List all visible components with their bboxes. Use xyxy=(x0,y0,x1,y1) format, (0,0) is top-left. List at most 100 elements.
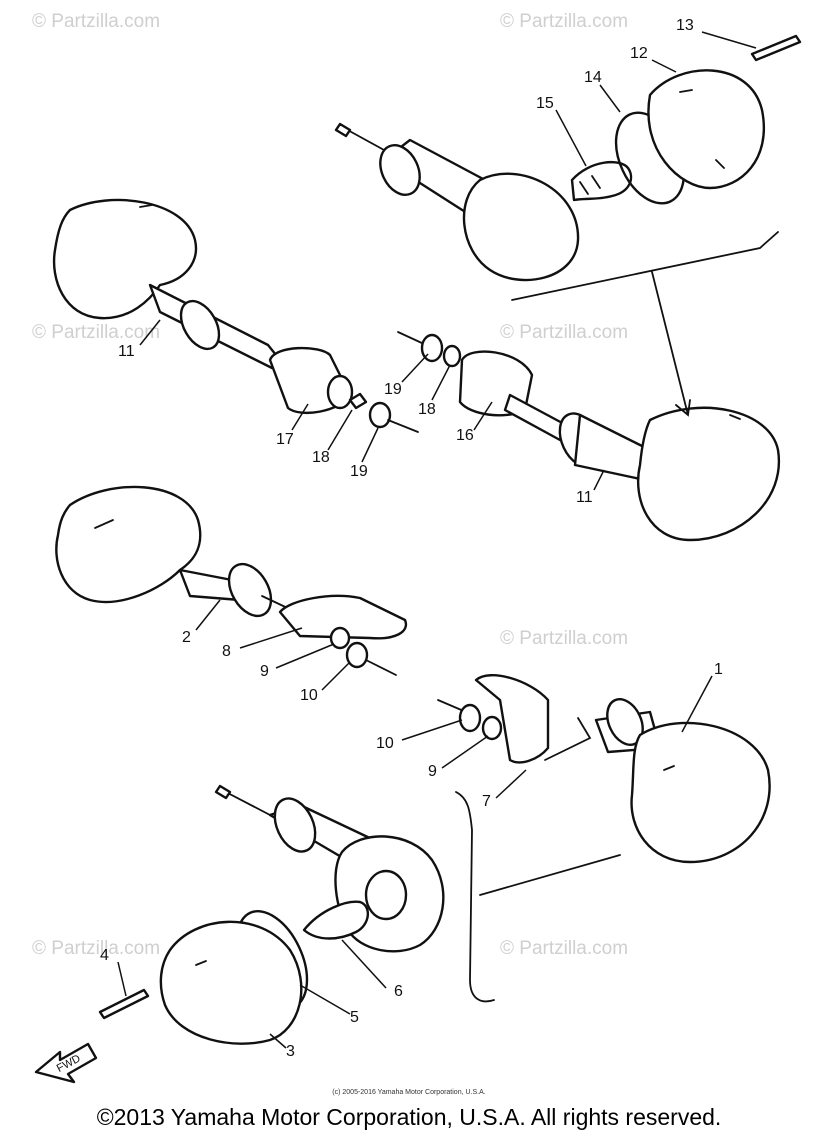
leader-19a xyxy=(401,353,429,383)
callout-19a: 19 xyxy=(384,381,402,398)
stem-grommet xyxy=(273,797,317,853)
socket xyxy=(364,869,408,921)
nut xyxy=(348,392,368,410)
wire-lead xyxy=(221,789,271,816)
leader-15 xyxy=(555,109,587,167)
stay-bracket xyxy=(278,594,408,640)
callout-2: 2 xyxy=(182,629,191,646)
leader-3 xyxy=(269,1033,287,1049)
callout-4: 4 xyxy=(100,947,109,964)
watermark: © Partzilla.com xyxy=(32,322,160,343)
watermarks: © Partzilla.com © Partzilla.com © Partzi… xyxy=(32,11,628,959)
watermark: © Partzilla.com xyxy=(500,322,628,343)
leader-8 xyxy=(239,627,303,649)
callout-9a: 9 xyxy=(260,663,269,680)
callout-11a: 11 xyxy=(118,343,135,360)
lens-mark xyxy=(195,960,207,966)
housing-mark xyxy=(139,204,153,208)
wire-terminal xyxy=(214,784,232,800)
leader-6 xyxy=(341,939,387,989)
leader-2 xyxy=(195,599,221,631)
stem-grommet xyxy=(379,144,421,196)
washer xyxy=(481,715,503,741)
leader-lines xyxy=(117,31,757,1049)
wire-lead xyxy=(397,331,425,345)
callout-15: 15 xyxy=(536,95,554,112)
callout-3: 3 xyxy=(286,1043,295,1060)
leader-13 xyxy=(701,31,757,49)
rear-signal-upper xyxy=(334,34,802,301)
callout-8: 8 xyxy=(222,643,231,660)
nut xyxy=(458,703,482,733)
washer xyxy=(368,401,392,429)
callout-7: 7 xyxy=(482,793,491,810)
lens-screw xyxy=(750,34,802,62)
callout-17: 17 xyxy=(276,431,294,448)
signal-housing xyxy=(55,485,202,604)
assembly-arrow xyxy=(651,271,691,417)
bracket-boss xyxy=(326,374,354,410)
signal-housing xyxy=(636,406,781,542)
wire-lead xyxy=(387,419,419,433)
signal-stem xyxy=(503,393,568,442)
signal-housing xyxy=(630,721,771,864)
copyright-notice: ©2013 Yamaha Motor Corporation, U.S.A. A… xyxy=(96,1104,722,1130)
leader-1 xyxy=(681,675,713,733)
housing-mark xyxy=(94,519,114,529)
small-copyright: (c) 2005-2016 Yamaha Motor Corporation, … xyxy=(332,1089,486,1096)
arrow-shape xyxy=(34,1042,98,1084)
leader-17 xyxy=(291,403,309,431)
callout-16: 16 xyxy=(456,427,474,444)
callout-labels: 13 12 14 15 11 17 18 19 18 16 19 11 2 8 … xyxy=(100,17,723,1060)
callout-11b: 11 xyxy=(576,489,593,506)
callout-1: 1 xyxy=(714,661,723,678)
callout-12: 12 xyxy=(630,45,648,62)
housing-mark xyxy=(729,414,741,420)
front-signal-bottom xyxy=(98,784,445,1045)
bulb-detail xyxy=(579,175,601,195)
leader-12 xyxy=(651,59,677,73)
stay-bracket xyxy=(474,674,550,764)
watermark: © Partzilla.com xyxy=(32,11,160,32)
wire-terminal xyxy=(334,122,352,138)
callout-13: 13 xyxy=(676,17,694,34)
front-signal-right xyxy=(397,271,781,542)
watermark: © Partzilla.com xyxy=(500,11,628,32)
leader-14 xyxy=(599,84,621,113)
leader-18a xyxy=(327,409,353,451)
leader-11a xyxy=(139,319,161,346)
leader-5 xyxy=(299,984,351,1015)
callout-6: 6 xyxy=(394,983,403,1000)
callout-9b: 9 xyxy=(428,763,437,780)
signal-housing xyxy=(462,172,580,282)
leader-19b xyxy=(361,427,379,463)
leader-9a xyxy=(275,643,335,669)
leader-7 xyxy=(495,769,527,799)
mount-outline xyxy=(511,231,779,301)
leader-4 xyxy=(117,961,127,997)
assembly-line xyxy=(479,854,621,896)
watermark: © Partzilla.com xyxy=(500,628,628,649)
rear-signal-right xyxy=(437,674,771,1003)
wire-lead xyxy=(343,127,385,151)
wire-lead xyxy=(544,717,592,761)
callout-19b: 19 xyxy=(350,463,368,480)
lens-marks xyxy=(679,89,725,169)
leader-10b xyxy=(401,719,463,741)
watermark: © Partzilla.com xyxy=(32,938,160,959)
signal-lens xyxy=(159,920,303,1045)
stem-grommet xyxy=(179,299,221,351)
front-signal-left xyxy=(52,198,419,433)
callout-18b: 18 xyxy=(418,401,436,418)
signal-housing xyxy=(52,198,198,320)
housing-mark xyxy=(663,765,675,771)
leader-16 xyxy=(473,401,493,431)
bulb xyxy=(302,900,369,940)
stem-grommet xyxy=(227,562,273,618)
leader-9b xyxy=(441,735,489,769)
fwd-arrow-icon: FWD xyxy=(34,1042,98,1084)
callout-5: 5 xyxy=(350,1009,359,1026)
washer xyxy=(329,626,351,650)
bracket-outline xyxy=(455,791,495,1003)
signal-lens xyxy=(647,69,765,190)
